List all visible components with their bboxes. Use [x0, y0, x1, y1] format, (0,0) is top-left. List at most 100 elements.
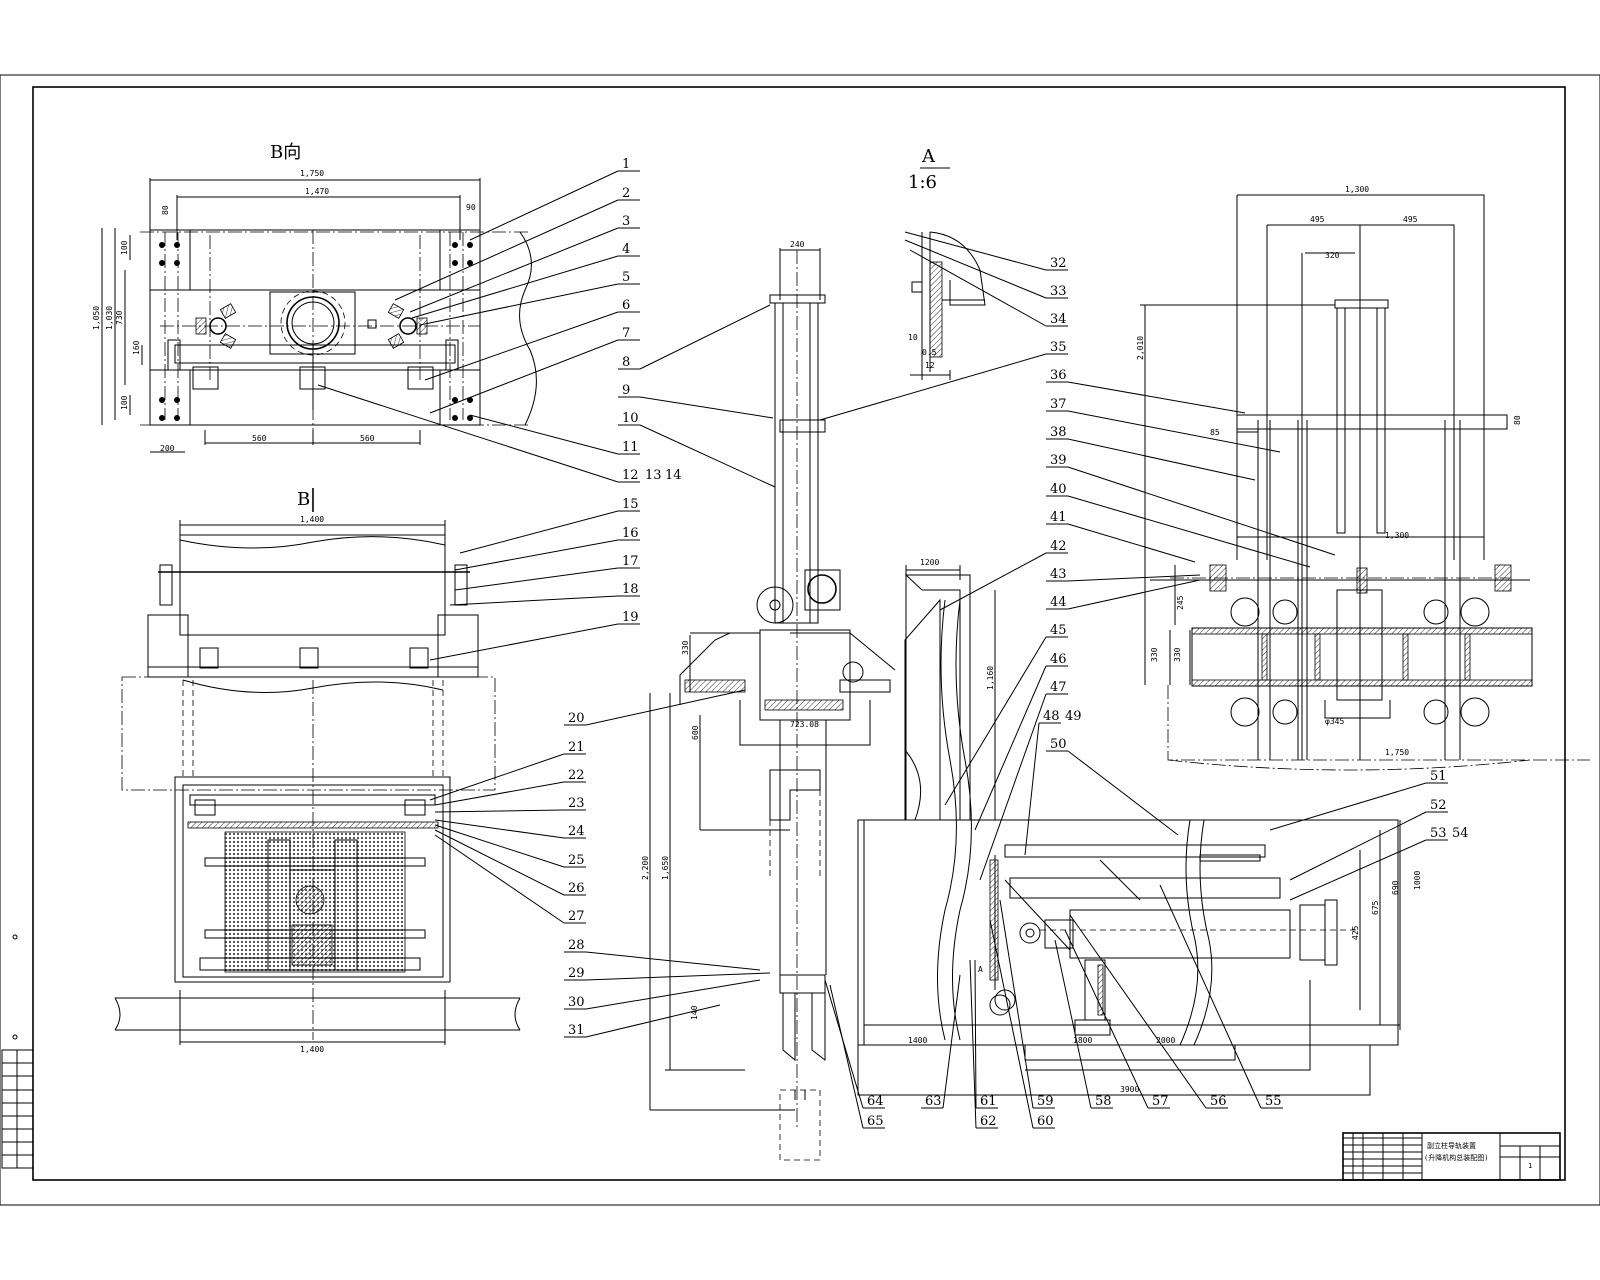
- part-number-48: 48: [1043, 709, 1060, 724]
- view-b-top: [101, 178, 537, 453]
- dimension-main-top-width: 240: [790, 240, 805, 249]
- part-number-20: 20: [568, 711, 585, 726]
- dimension-main-2200: 2,200: [641, 856, 650, 880]
- part-number-30: 30: [568, 995, 585, 1010]
- callout-leader-line: [585, 979, 761, 1010]
- callout-leader-line: [1067, 381, 1246, 414]
- dimension-main-675: 675: [1371, 900, 1380, 915]
- part-number-8: 8: [622, 355, 630, 370]
- part-number-28: 28: [568, 938, 585, 953]
- dimension-b-top-height-inner: 1,030: [105, 306, 114, 330]
- dimension-main-2000: 2000: [1156, 1036, 1175, 1045]
- sheet-outer-border: [0, 74, 1600, 1206]
- callout-leader-line: [989, 919, 1034, 1129]
- callout-leader-line: [909, 249, 1047, 327]
- callout-leader-line: [434, 809, 565, 813]
- callout-leader-line: [429, 753, 565, 801]
- callout-leader-line: [469, 414, 619, 455]
- callout-leader-line: [585, 972, 771, 981]
- dimension-b-top-span-left: 560: [252, 434, 267, 443]
- view-a-title: A: [921, 146, 936, 167]
- part-number-46: 46: [1050, 652, 1067, 667]
- part-number-64: 64: [867, 1094, 884, 1109]
- main-elevation-view: [649, 248, 1401, 1161]
- dimension-main-690: 690: [1391, 880, 1400, 895]
- callout-leader-line: [1067, 438, 1256, 481]
- dimension-right-1300-top: 1,300: [1345, 185, 1369, 194]
- part-number-2: 2: [622, 186, 630, 201]
- dimension-b-top-foot: 200: [160, 444, 175, 453]
- callout-leader-line: [904, 239, 1047, 299]
- revision-table: [1, 1049, 34, 1169]
- callout-leader-line: [1289, 811, 1427, 881]
- part-number-59: 59: [1037, 1094, 1054, 1109]
- dimension-right-330a: 330: [1150, 647, 1159, 662]
- dimension-b-top-bolt-top: 100: [120, 240, 129, 255]
- part-number-6: 6: [622, 298, 630, 313]
- callout-leader-line: [585, 951, 761, 971]
- part-number-25: 25: [568, 853, 585, 868]
- dimension-right-85: 85: [1210, 428, 1220, 437]
- dimension-detail-05: 0.5: [922, 348, 937, 357]
- view-b-title: B: [297, 489, 310, 510]
- callout-leader-line: [944, 636, 1047, 806]
- part-number-4: 4: [622, 242, 630, 257]
- drawing-name-line1: 副立柱导轨装置: [1427, 1141, 1476, 1150]
- callout-leader-line: [1067, 495, 1311, 568]
- callout-leader-line: [434, 819, 565, 839]
- callout-leader-line: [585, 1004, 721, 1038]
- part-number-61: 61: [980, 1094, 997, 1109]
- callout-leader-line: [1067, 579, 1201, 610]
- dimension-main-1200: 1200: [920, 558, 939, 567]
- part-number-41: 41: [1050, 510, 1067, 525]
- callout-leader-line: [939, 552, 1047, 611]
- dimension-detail-12: 12: [925, 361, 935, 370]
- dimension-b-top-bolt-bottom: 100: [120, 395, 129, 410]
- part-number-65: 65: [867, 1114, 884, 1129]
- part-number-16: 16: [622, 526, 639, 541]
- dimension-main-140: 140: [690, 1005, 699, 1020]
- part-number-57: 57: [1152, 1094, 1169, 1109]
- sheet-inner-border: [32, 86, 1566, 1181]
- callout-leader-line: [585, 689, 746, 726]
- callout-leader-line: [999, 899, 1034, 1109]
- callout-leader-line: [1159, 884, 1262, 1109]
- part-number-32: 32: [1050, 256, 1067, 271]
- callout-leader-line: [1067, 750, 1179, 836]
- part-number-44: 44: [1050, 595, 1067, 610]
- callout-leader-line: [394, 199, 619, 301]
- dimension-b-top-left-offset: 80: [161, 205, 170, 215]
- part-number-63: 63: [925, 1094, 942, 1109]
- dimension-right-1750: 1,750: [1385, 748, 1409, 757]
- callout-leader-line: [1067, 574, 1201, 582]
- part-number-23: 23: [568, 796, 585, 811]
- part-number-49: 49: [1065, 709, 1082, 724]
- callout-leader-line: [424, 311, 619, 381]
- part-number-27: 27: [568, 909, 585, 924]
- part-number-1: 1: [622, 157, 630, 172]
- part-number-51: 51: [1430, 769, 1447, 784]
- dimension-right-1300-mid: 1,300: [1385, 531, 1409, 540]
- callout-leader-line: [1067, 410, 1281, 453]
- dimension-right-245: 245: [1176, 595, 1185, 610]
- sheet-count: 1: [1528, 1162, 1532, 1170]
- section-mark-a: A: [978, 965, 983, 974]
- dimension-b-top-span-right: 560: [360, 434, 375, 443]
- part-number-62: 62: [980, 1114, 997, 1129]
- dimension-right-495-left: 495: [1310, 215, 1325, 224]
- dimension-main-1160: 1,160: [986, 666, 995, 690]
- part-number-24: 24: [568, 824, 585, 839]
- dimension-right-2010: 2,010: [1136, 336, 1145, 360]
- callout-leader-line: [449, 595, 619, 606]
- callout-leader-line: [429, 623, 619, 661]
- part-number-9: 9: [622, 383, 630, 398]
- callout-leader-line: [1269, 782, 1427, 831]
- dimension-right-320: 320: [1325, 251, 1340, 260]
- callout-leader-line: [409, 227, 619, 313]
- part-number-58: 58: [1095, 1094, 1112, 1109]
- callout-leader-line: [434, 829, 565, 896]
- dimension-b-top-pitch: 730: [115, 310, 124, 325]
- part-number-26: 26: [568, 881, 585, 896]
- part-number-53: 53: [1430, 826, 1447, 841]
- callout-leader-line: [639, 396, 774, 419]
